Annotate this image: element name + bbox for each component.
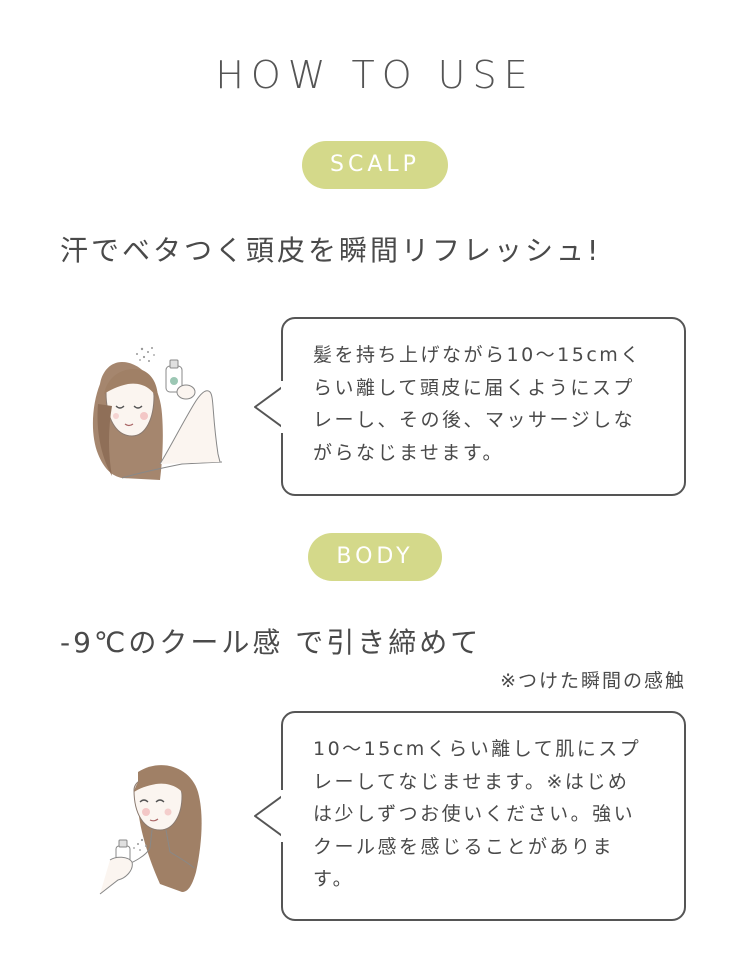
woman-spraying-neck-illustration	[99, 765, 202, 895]
scalp-headline: 汗でベタつく頭皮を瞬間リフレッシュ!	[60, 234, 602, 267]
page-title: HOW TO USE	[215, 53, 535, 98]
body-instruction-line: は少しずつお使いください。強い	[313, 803, 636, 825]
body-note: ※つけた瞬間の感触	[500, 670, 686, 692]
scalp-instruction-line: がらなじませます。	[313, 441, 505, 464]
spray-mist-icon	[136, 347, 155, 362]
body-instruction-line: レーしてなじませます。※はじめ	[313, 770, 630, 793]
woman-spraying-scalp-illustration	[92, 347, 223, 480]
speech-bubble-tail	[254, 793, 285, 839]
speech-bubble-tail	[254, 384, 285, 430]
body-instruction-line: す。	[313, 868, 355, 890]
scalp-instructions-bubble: 髪を持ち上げながら10〜15cmく らい離して頭皮に届くようにスプ レーし、その…	[281, 317, 686, 496]
body-headline: -9℃のクール感 で引き締めて	[60, 626, 482, 659]
scalp-instruction-line: 髪を持ち上げながら10〜15cmく	[313, 344, 642, 366]
body-instruction-line: 10〜15cmくらい離して肌にスプ	[313, 738, 642, 760]
body-section-label: BODY	[308, 533, 442, 581]
scalp-instruction-line: レーし、その後、マッサージしな	[313, 409, 636, 431]
spray-mist-icon	[133, 838, 147, 851]
body-instruction-line: クール感を感じることがありま	[313, 835, 615, 858]
bubble-tail-cover	[281, 790, 287, 842]
scalp-section-label: SCALP	[302, 141, 448, 189]
body-instructions-bubble: 10〜15cmくらい離して肌にスプ レーしてなじませます。※はじめ は少しずつお…	[281, 711, 686, 921]
scalp-instruction-line: らい離して頭皮に届くようにスプ	[313, 376, 635, 399]
bubble-tail-cover	[281, 381, 287, 433]
